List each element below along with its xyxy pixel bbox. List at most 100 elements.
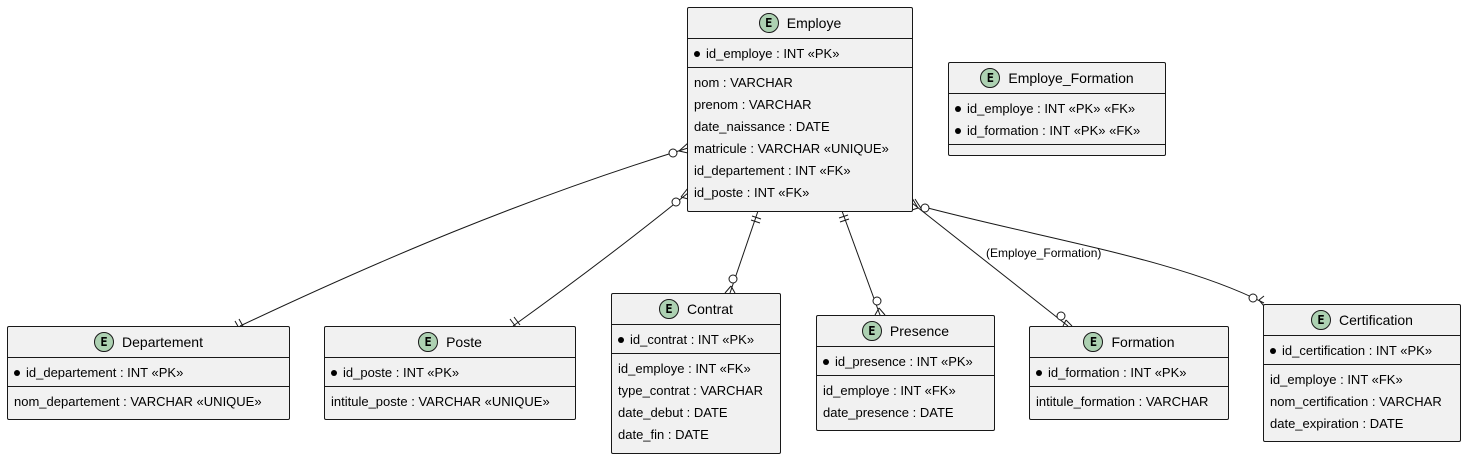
header-divider: [688, 38, 912, 39]
edge-employe-presence: [841, 210, 881, 316]
header-divider: [949, 93, 1165, 94]
attribute: id_employe : INT «FK»: [823, 383, 956, 398]
attribute: date_presence : DATE: [823, 405, 954, 420]
entity-header: E Employe_Formation: [949, 63, 1165, 93]
edge-employe-presence-crow-a: [874, 307, 880, 316]
entity-name: Presence: [889, 323, 950, 339]
keys-divider: [325, 386, 575, 387]
keys-divider: [949, 144, 1165, 145]
entity-header: E Contrat: [612, 294, 780, 324]
attribute: date_naissance : DATE: [694, 119, 830, 134]
pk-attribute: id_contrat : INT «PK»: [612, 329, 780, 351]
edge-employe-certification-crow-a: [1258, 295, 1265, 301]
edge-employe-poste-one-mark-a: [509, 318, 517, 328]
pk-attribute: id_employe : INT «PK» «FK»: [949, 98, 1165, 120]
attribute: prenom : VARCHAR: [694, 97, 812, 112]
keys-divider: [1030, 386, 1228, 387]
attribute: intitule_poste : VARCHAR «UNIQUE»: [331, 394, 550, 409]
attribute: nom_certification : VARCHAR: [1270, 394, 1442, 409]
edge-employe-departement-crow-b: [678, 150, 689, 154]
entity-contrat[interactable]: E Contrat id_contrat : INT «PK» id_emplo…: [611, 293, 781, 454]
edge-employe-contrat-zero-mark: [728, 274, 738, 284]
edge-employe-certification: [923, 206, 1265, 304]
entity-poste[interactable]: E Poste id_poste : INT «PK» intitule_pos…: [324, 326, 576, 420]
entity-presence[interactable]: E Presence id_presence : INT «PK» id_emp…: [816, 315, 995, 431]
attribute: id_employe : INT «FK»: [1270, 372, 1403, 387]
keys-divider: [817, 375, 994, 376]
attribute: intitule_formation : VARCHAR: [1036, 394, 1209, 409]
pk-attribute: id_departement : INT «PK»: [8, 362, 289, 384]
keys-divider: [612, 353, 780, 354]
header-divider: [1264, 335, 1460, 336]
edge-employe-poste-crow-a: [680, 187, 689, 198]
entity-icon: E: [94, 332, 115, 352]
entity-icon: E: [758, 13, 779, 33]
edge-employe-contrat-crow-b: [730, 285, 736, 294]
keys-divider: [688, 67, 912, 68]
edge-employe-presence-one-mark-a: [838, 214, 849, 219]
pk-attribute: id_presence : INT «PK»: [817, 351, 994, 373]
entity-icon: E: [1311, 310, 1332, 330]
pk-attribute: id_poste : INT «PK»: [325, 362, 575, 384]
entity-departement[interactable]: E Departement id_departement : INT «PK» …: [7, 326, 290, 420]
entity-icon: E: [1083, 332, 1104, 352]
entity-header: E Formation: [1030, 327, 1228, 357]
entity-name: Formation: [1111, 334, 1175, 350]
entity-name: Employe_Formation: [1008, 70, 1134, 86]
pk-attribute: id_formation : INT «PK»: [1030, 362, 1228, 384]
entity-name: Certification: [1339, 312, 1413, 328]
edge-employe-presence-crow-b: [878, 307, 886, 316]
entity-header: E Certification: [1264, 305, 1460, 335]
edge-employe-certification-zero-mark-a: [920, 203, 930, 213]
edge-employe-contrat-crow-a: [724, 285, 732, 294]
edge-employe-poste-crow-b: [680, 196, 689, 200]
header-divider: [1030, 357, 1228, 358]
entity-header: E Departement: [8, 327, 289, 357]
entity-name: Poste: [446, 334, 482, 350]
edge-employe-formation-crow-d: [1065, 319, 1073, 327]
entity-header: E Employe: [688, 8, 912, 38]
edge-employe-departement-zero-mark: [668, 148, 678, 158]
attribute: date_fin : DATE: [618, 427, 709, 442]
edge-employe-poste-zero-mark: [671, 197, 681, 207]
edge-employe-formation: [911, 202, 1069, 327]
entity-icon: E: [659, 299, 680, 319]
edge-label-employe-formation: (Employe_Formation): [986, 246, 1102, 260]
entity-icon: E: [980, 68, 1001, 88]
edge-employe-contrat-one-mark-b: [750, 219, 761, 224]
keys-divider: [8, 386, 289, 387]
edge-employe-formation-zero-mark: [1056, 311, 1066, 321]
entity-name: Contrat: [687, 301, 733, 317]
edge-employe-poste: [512, 192, 689, 327]
header-divider: [325, 357, 575, 358]
entity-formation[interactable]: E Formation id_formation : INT «PK» inti…: [1029, 326, 1229, 420]
attribute: id_poste : INT «FK»: [694, 185, 810, 200]
attribute: id_departement : INT «FK»: [694, 163, 851, 178]
edge-employe-poste-one-mark-b: [513, 316, 521, 326]
entity-certification[interactable]: E Certification id_certification : INT «…: [1263, 304, 1461, 442]
attribute: id_employe : INT «FK»: [618, 361, 751, 376]
entity-employe-formation[interactable]: E Employe_Formation id_employe : INT «PK…: [948, 62, 1166, 156]
edge-employe-formation-crow-b: [911, 207, 919, 211]
entity-header: E Poste: [325, 327, 575, 357]
edge-employe-formation-crow-c: [1062, 319, 1067, 327]
entity-employe[interactable]: E Employe id_employe : INT «PK» nom : VA…: [687, 7, 913, 212]
edge-employe-presence-zero-mark: [872, 296, 882, 306]
pk-attribute: id_certification : INT «PK»: [1264, 340, 1460, 362]
entity-icon: E: [861, 321, 882, 341]
entity-header: E Presence: [817, 316, 994, 346]
entity-icon: E: [418, 332, 439, 352]
pk-attribute: id_employe : INT «PK»: [688, 43, 912, 65]
header-divider: [612, 324, 780, 325]
attribute: type_contrat : VARCHAR: [618, 383, 763, 398]
attribute: nom_departement : VARCHAR «UNIQUE»: [14, 394, 262, 409]
edge-employe-formation-crow-a: [911, 197, 919, 209]
attribute: matricule : VARCHAR «UNIQUE»: [694, 141, 889, 156]
pk-attribute: id_formation : INT «PK» «FK»: [949, 120, 1165, 142]
header-divider: [817, 346, 994, 347]
edge-employe-departement-crow-a: [678, 142, 689, 152]
entity-name: Departement: [122, 334, 203, 350]
attribute: date_debut : DATE: [618, 405, 728, 420]
edge-employe-certification-zero-mark-b: [1248, 293, 1258, 303]
